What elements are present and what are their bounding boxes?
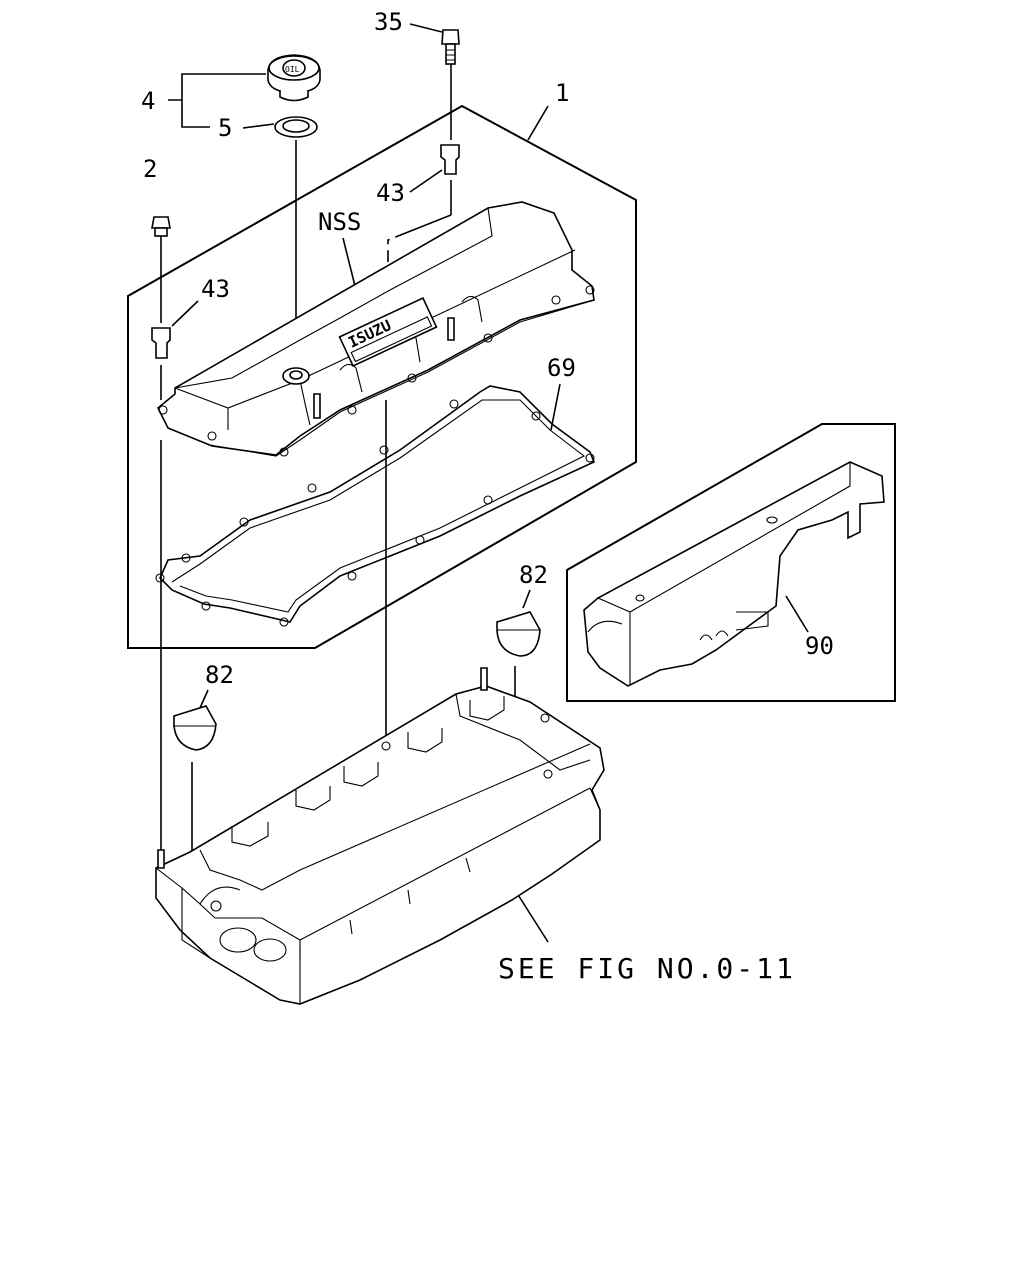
gasket-69 — [155, 385, 596, 627]
rocker-cover: ISUZU — [156, 201, 595, 457]
callout-4: 4 — [141, 87, 155, 115]
sleeve-43-upper — [387, 144, 460, 262]
callout-1: 1 — [555, 79, 569, 107]
callout-90: 90 — [805, 632, 834, 660]
callout-5: 5 — [218, 114, 232, 142]
group-1-boundary — [127, 104, 637, 649]
half-moon-seal-82-left — [173, 705, 217, 884]
callout-nss: NSS — [318, 208, 361, 236]
cap-marking: OIL — [285, 65, 300, 74]
cylinder-head — [155, 667, 605, 1005]
callout-35: 35 — [374, 8, 403, 36]
leader-lines — [168, 23, 809, 943]
callout-43-upper: 43 — [376, 179, 405, 207]
callout-43-lower: 43 — [201, 275, 230, 303]
bolt-35 — [441, 29, 460, 140]
engine-cover-90 — [583, 461, 885, 687]
half-moon-seal-82-right — [496, 611, 541, 716]
callout-69: 69 — [547, 354, 576, 382]
nut-2 — [151, 216, 171, 323]
callout-2: 2 — [143, 155, 157, 183]
callout-82-left: 82 — [205, 661, 234, 689]
inset-boundary-90 — [566, 423, 896, 702]
oil-filler-cap-4: OIL — [267, 54, 321, 102]
callout-82-right: 82 — [519, 561, 548, 589]
see-figure-reference: SEE FIG NO.0-11 — [498, 952, 796, 985]
sleeve-43-lower — [151, 327, 171, 400]
